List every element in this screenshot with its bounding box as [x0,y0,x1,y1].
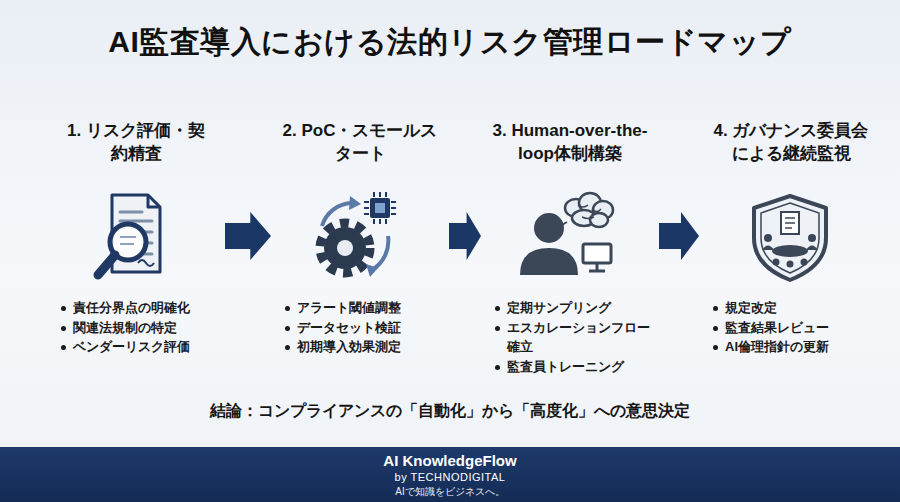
bullet-list: 定期サンプリングエスカレーションフロー確立監査員トレーニング [492,298,656,376]
diagram-title: AI監査導入における法的リスク管理ロードマップ [0,22,900,63]
bullet-text: ベンダーリスク評価 [73,339,190,354]
bullet-text: AI倫理指針の更新 [725,339,829,354]
bullet-dot [495,326,500,331]
step-heading: 2. PoC・スモールスタート [282,120,438,166]
bullet-text: 初期導入効果測定 [297,339,401,354]
bullet-text: 規定改定 [725,300,777,315]
footer-band: AI KnowledgeFlowby TECHNODIGITALAIで知識をビジ… [0,447,900,502]
bullet-text: データセット検証 [297,320,401,335]
bullet-dot [61,306,66,311]
governance-shield-icon [754,196,826,280]
bullet-item: AI倫理指針の更新 [710,337,880,357]
bullet-dot [61,345,66,350]
bullet-dot [495,365,500,370]
gear-chip-icon [320,192,396,277]
bullet-dot [713,326,718,331]
roadmap-step: 3. Human-over-the-loop体制構築定期サンプリングエスカレーシ… [484,120,656,390]
bullet-text: 監査員トレーニング [507,359,624,374]
bullet-text: 監査結果レビュー [725,320,829,335]
bullet-text: アラート閾値調整 [297,300,401,315]
bullet-list: 規定改定監査結果レビュー AI倫理指針の更新 [710,298,880,357]
flow-arrow [659,212,699,260]
bullet-item: 責任分界点の明確化 [58,298,222,318]
bullet-item: ベンダーリスク評価 [58,337,222,357]
human-brain-icon [520,193,613,275]
bullet-dot [495,306,500,311]
bullet-item: データセット検証 [282,318,446,338]
footer-text: AIで知識をビジネスへ。 [0,485,900,498]
bullet-item: エスカレーションフロー確立 [492,318,656,357]
bullet-list: アラート閾値調整データセット検証初期導入効果測定 [282,298,446,357]
conclusion-text: 結論：コンプライアンスの「自動化」から「高度化」への意思決定 [0,401,900,422]
step-heading: 1. リスク評価・契約精査 [60,120,212,166]
footer-text: AI KnowledgeFlow [0,447,900,470]
bullet-list: 責任分界点の明確化関連法規制の特定ベンダーリスク評価 [58,298,222,357]
bullet-item: 初期導入効果測定 [282,337,446,357]
bullet-item: 監査員トレーニング [492,357,656,377]
bullet-item: 定期サンプリング [492,298,656,318]
step-heading: 4. ガバナンス委員会による継続監視 [708,120,874,166]
bullet-dot [285,306,290,311]
bullet-dot [713,306,718,311]
bullet-text: 関連法規制の特定 [73,320,177,335]
roadmap-step: 4. ガバナンス委員会による継続監視規定改定監査結果レビュー AI倫理指針の更新 [702,120,880,390]
step-heading: 3. Human-over-the-loop体制構築 [491,120,649,166]
bullet-text: エスカレーションフロー確立 [507,320,650,355]
bullet-dot [285,345,290,350]
bullet-item: アラート閾値調整 [282,298,446,318]
bullet-item: 規定改定 [710,298,880,318]
bullet-item: 監査結果レビュー [710,318,880,338]
roadmap-step: 1. リスク評価・契約精査責任分界点の明確化関連法規制の特定ベンダーリスク評価 [50,120,222,390]
roadmap-step: 2. PoC・スモールスタートアラート閾値調整データセット検証初期導入効果測定 [274,120,446,390]
bullet-dot [61,326,66,331]
bullet-item: 関連法規制の特定 [58,318,222,338]
document-magnifier-icon [98,195,160,275]
bullet-dot [285,326,290,331]
bullet-text: 定期サンプリング [507,300,611,315]
bullet-dot [713,345,718,350]
bullet-text: 責任分界点の明確化 [73,300,190,315]
flow-arrow [449,212,481,260]
flow-arrow [225,212,271,260]
footer-text: by TECHNODIGITAL [0,470,900,485]
